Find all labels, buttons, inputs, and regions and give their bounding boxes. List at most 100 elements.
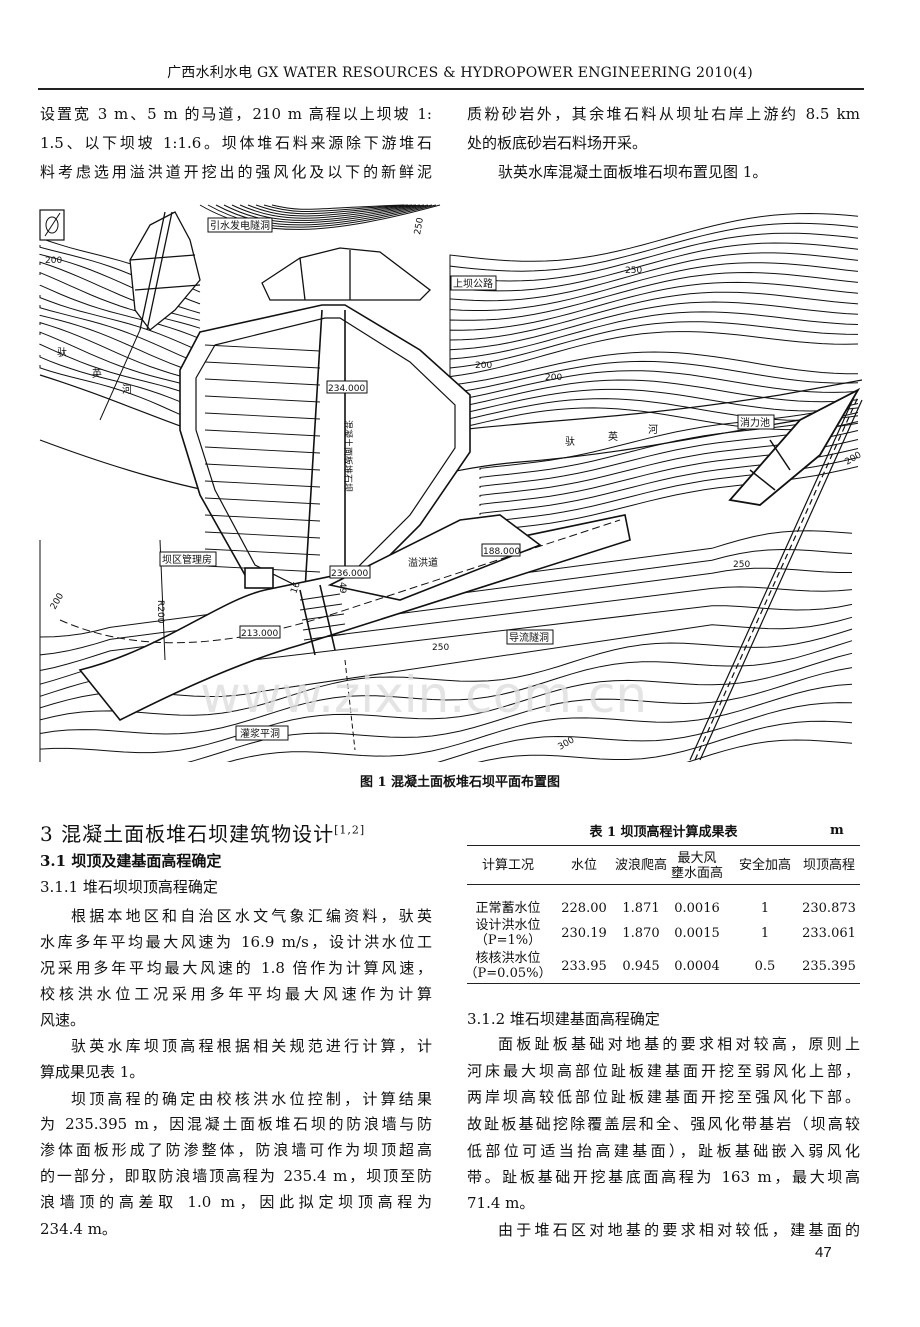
text-line: 坝顶高程的确定由校核洪水位控制，计算结果	[71, 1090, 432, 1108]
table-header-cell: 计算工况	[481, 858, 535, 873]
contour-line	[449, 212, 859, 335]
text-line: 驮英水库混凝土面板堆石坝布置见图 1。	[498, 163, 768, 181]
slope-line	[204, 361, 321, 369]
table-cell: 233.95	[561, 959, 607, 974]
label-diversion-tunnel: 导流隧洞	[509, 631, 549, 644]
contour-line	[479, 466, 859, 533]
contour-line	[255, 204, 413, 215]
text-line: 风速。	[40, 1011, 86, 1029]
contour-line	[39, 603, 853, 697]
spillway-centerline	[59, 519, 621, 644]
contour-line	[247, 204, 417, 217]
table-cell: 233.061	[802, 926, 856, 941]
table-top-rule	[467, 845, 860, 846]
label-elevation-188: 188.000	[483, 547, 520, 557]
stilling-basin	[728, 387, 861, 506]
label-elevation-236: 236.000	[331, 569, 368, 579]
text-line: 校核洪水位工况采用多年平均最大风速作为计算	[40, 985, 432, 1003]
contour-label: 200	[545, 373, 562, 383]
text-line: 况采用多年平均最大风速的 1.8 倍作为计算风速，	[40, 959, 432, 977]
table-cell: 核核洪水位（P=0.05%）	[464, 951, 552, 981]
table-cell: 0.5	[754, 959, 776, 974]
contour-label: 200	[844, 450, 864, 467]
text-line: 算成果见表 1。	[40, 1063, 145, 1081]
watermark: www.zixin.com.cn	[200, 666, 647, 724]
north-arrow-icon	[39, 209, 65, 241]
contour-line	[449, 331, 859, 419]
slope-line	[204, 429, 321, 437]
slope-line	[204, 497, 321, 505]
contour-line	[39, 652, 853, 754]
label-dimension-49: 49	[337, 582, 347, 594]
contour-line	[39, 683, 853, 762]
contour-line	[449, 232, 859, 349]
text-line: 根据本地区和自治区水文气象汇编资料，驮英	[71, 907, 432, 925]
text-line: 由于堆石区对地基的要求相对较低，建基面的	[498, 1221, 860, 1239]
text-line: 水库多年平均最大风速为 16.9 m/s，设计洪水位工	[40, 933, 432, 951]
table-header-cell: 波浪爬高	[614, 858, 668, 873]
text-line: 料考虑选用溢洪道开挖出的强风化及以下的新鲜泥	[40, 163, 432, 181]
table-unit: m	[830, 823, 844, 838]
text-line: 带。趾板基础开挖基底面高程为 163 m，最大坝高	[467, 1168, 860, 1186]
section-heading: 3 混凝土面板堆石坝建筑物设计[1,2]	[40, 818, 365, 847]
contour-line	[449, 301, 859, 398]
contour-label: 250	[625, 266, 642, 276]
contour-line	[39, 321, 201, 382]
table-cell: 230.19	[561, 926, 607, 941]
contour-line	[449, 262, 859, 370]
contour-label: 250	[733, 560, 750, 570]
spillway-gate-hatch	[299, 593, 347, 641]
contour-label: 250	[413, 217, 426, 236]
section-title: 3 混凝土面板堆石坝建筑物设计	[40, 822, 335, 846]
contour-line	[449, 360, 859, 433]
subsubsection-heading: 3.1.2 堆石坝建基面高程确定	[467, 1010, 660, 1028]
label-stilling-basin: 消力池	[740, 416, 770, 429]
text-line: 的一部分，即取防浪墙顶高程为 235.4 m，坝顶至防	[40, 1167, 432, 1185]
figure-caption: 图 1 混凝土面板堆石坝平面布置图	[359, 775, 561, 790]
dam-slope-lines	[204, 344, 321, 573]
contour-line	[39, 586, 853, 685]
table-cell: 235.395	[802, 959, 856, 974]
contour-line	[39, 365, 201, 424]
text-line: 故趾板基础挖除覆盖层和全、强风化带基岩（坝高较	[467, 1115, 860, 1133]
slope-line	[204, 378, 321, 386]
table-cell: 0.0015	[674, 926, 720, 941]
label-spillway: 溢洪道	[408, 556, 438, 569]
table-cell: 1	[760, 901, 770, 916]
table-cell: 1.871	[622, 901, 660, 916]
contour-line	[449, 379, 859, 447]
contour-line	[449, 370, 859, 440]
label-crest-elevation: 234.000	[328, 384, 365, 394]
contour-line	[39, 667, 853, 762]
table-header-rule	[467, 884, 860, 885]
header-rule	[38, 88, 864, 90]
page-number: 47	[815, 1244, 832, 1261]
contour-line	[449, 242, 859, 356]
label-power-tunnel: 引水发电隧洞	[210, 219, 270, 232]
contour-label: 200	[475, 361, 492, 371]
label-river: 英	[608, 430, 618, 443]
contour-line	[207, 204, 437, 228]
subsection-heading: 3.1 坝顶及建基面高程确定	[40, 852, 222, 870]
slope-line	[204, 463, 321, 471]
contour-line	[449, 398, 859, 461]
contour-line	[39, 640, 853, 735]
label-dam-name: 混凝土面板堆石坝	[342, 420, 354, 492]
dam-layout-plan-figure: www.zixin.com.cn 引水发电隧洞 上坝公路 驮 英 河 驮 英 河…	[39, 204, 864, 762]
table-cell: 228.00	[561, 901, 607, 916]
contour-line	[263, 204, 409, 212]
text-line: 浪墙顶的高差取 1.0 m，因此拟定坝顶高程为	[40, 1193, 432, 1211]
table-title: 表 1 坝顶高程计算成果表	[589, 825, 738, 840]
grout-adit	[344, 659, 356, 751]
text-line: 驮英水库坝顶高程根据相关规范进行计算，计	[71, 1037, 432, 1055]
label-river: 驮	[57, 347, 67, 359]
table-cell: 0.0016	[674, 901, 720, 916]
table-header-cell: 水位	[570, 858, 598, 873]
contour-line	[39, 284, 201, 340]
label-elevation-213: 213.000	[241, 629, 278, 639]
contour-line	[39, 295, 201, 352]
contour-label: 300	[557, 735, 577, 752]
slope-line	[204, 446, 321, 454]
table-header-cell: 最大风壅水面高	[670, 851, 724, 881]
slope-line	[204, 480, 321, 488]
